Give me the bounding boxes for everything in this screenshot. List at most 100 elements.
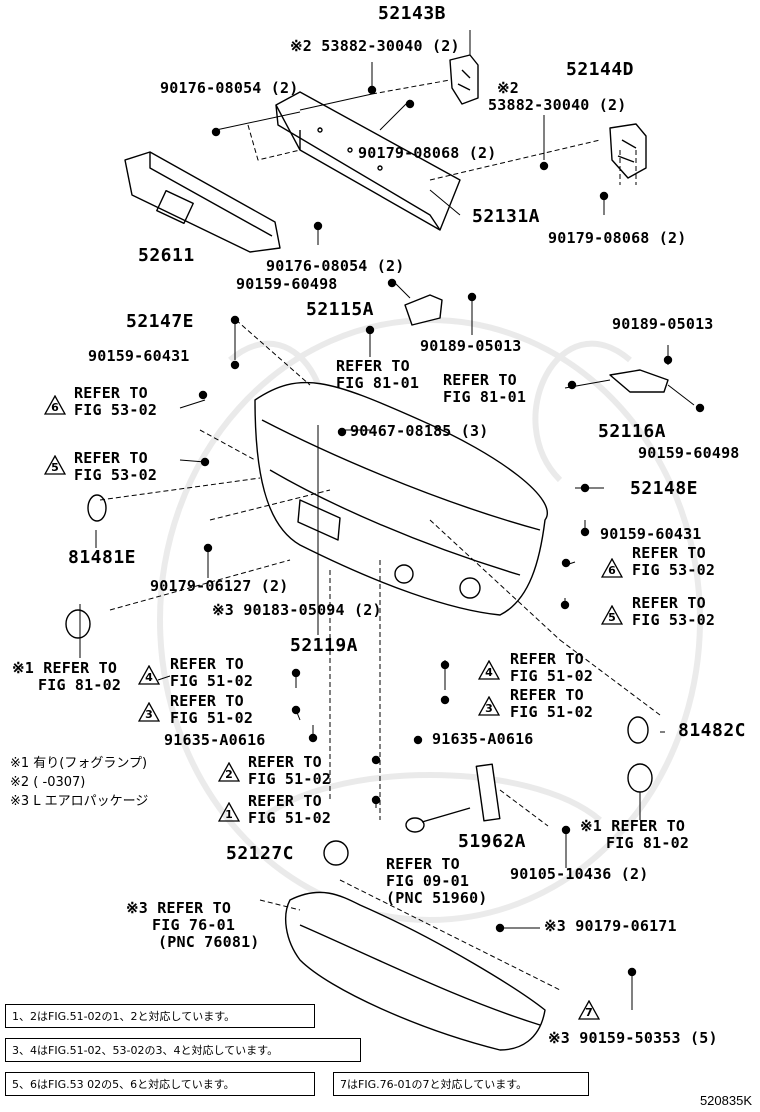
triangle-1: 1 — [218, 802, 240, 822]
label-refer-51-02-3b2[interactable]: FIG 51-02 — [510, 703, 594, 721]
label-refer-51-02-4b2[interactable]: FIG 51-02 — [510, 667, 594, 685]
label-refer-51-02-2-1[interactable]: REFER TO — [248, 753, 322, 771]
legend-box-4: 7はFIG.76-01の7と対応しています。 — [333, 1072, 589, 1096]
triangle-3-b: 3 — [478, 696, 500, 716]
label-90159-60431-a[interactable]: 90159-60431 — [88, 347, 190, 365]
label-refer-51-02-3a2[interactable]: FIG 51-02 — [170, 709, 254, 727]
label-refer-51-02-4a2[interactable]: FIG 51-02 — [170, 672, 254, 690]
label-52611[interactable]: 52611 — [138, 245, 195, 266]
label-90179-06171[interactable]: ※3 90179-06171 — [544, 917, 677, 935]
label-refer-51-02-1-2[interactable]: FIG 51-02 — [248, 809, 332, 827]
label-52116a[interactable]: 52116A — [598, 421, 667, 442]
bracket-52115a — [404, 294, 443, 326]
label-90159-50353[interactable]: ※3 90159-50353 (5) — [548, 1029, 718, 1047]
label-90159-60498-a[interactable]: 90159-60498 — [236, 275, 338, 293]
label-53882-30040-right[interactable]: 53882-30040 (2) — [488, 96, 627, 114]
legend-box-2: 3、4はFIG.51-02、53-02の3、4と対応しています。 — [5, 1038, 361, 1062]
note-3: ※3 L エアロパッケージ — [10, 794, 149, 809]
bracket-52116a — [609, 369, 669, 393]
label-52144d[interactable]: 52144D — [566, 59, 635, 80]
label-refer-81-01-b1[interactable]: REFER TO — [443, 371, 517, 389]
label-refer-81-01-b2[interactable]: FIG 81-01 — [443, 388, 527, 406]
label-90179-08068-b[interactable]: 90179-08068 (2) — [548, 229, 687, 247]
label-refer-53-02-6b2[interactable]: FIG 53-02 — [632, 561, 716, 579]
label-90179-08068-a[interactable]: 90179-08068 (2) — [358, 144, 497, 162]
bezel-81481e — [87, 494, 107, 522]
label-refer-09-01-1[interactable]: REFER TO — [386, 855, 460, 873]
label-refer-81-02-c1[interactable]: ※1 REFER TO — [12, 659, 118, 677]
label-81482c[interactable]: 81482C — [678, 720, 747, 741]
bracket-52144d — [609, 123, 647, 179]
label-refer-51-02-3a1[interactable]: REFER TO — [170, 692, 244, 710]
label-90189-05013-a[interactable]: 90189-05013 — [612, 315, 714, 333]
figure-code: 520835K — [699, 1093, 752, 1108]
label-refer-81-01-a1[interactable]: REFER TO — [336, 357, 410, 375]
label-90105-10436[interactable]: 90105-10436 (2) — [510, 865, 649, 883]
bracket-51962a — [475, 763, 501, 822]
label-52127c[interactable]: 52127C — [226, 843, 295, 864]
label-refer-81-02-d1[interactable]: ※1 REFER TO — [580, 817, 686, 835]
label-90159-60498-b[interactable]: 90159-60498 — [638, 444, 740, 462]
label-81481e[interactable]: 81481E — [68, 547, 137, 568]
label-refer-09-01-2[interactable]: FIG 09-01 — [386, 872, 470, 890]
label-refer-81-02-c2[interactable]: FIG 81-02 — [38, 676, 122, 694]
label-52143b[interactable]: 52143B — [378, 3, 447, 24]
label-90189-05013-b[interactable]: 90189-05013 — [420, 337, 522, 355]
label-52148e[interactable]: 52148E — [630, 478, 699, 499]
triangle-5-b: 5 — [601, 605, 623, 625]
label-53882-30040-top[interactable]: ※2 53882-30040 (2) — [290, 37, 460, 55]
note-2: ※2 ( -0307) — [10, 775, 86, 790]
label-refer-53-02-5b2[interactable]: FIG 53-02 — [632, 611, 716, 629]
label-refer-53-02-6a2[interactable]: FIG 53-02 — [74, 401, 158, 419]
label-refer-81-02-d2[interactable]: FIG 81-02 — [606, 834, 690, 852]
label-90176-08054-top[interactable]: 90176-08054 (2) — [160, 79, 299, 97]
label-90467-08185[interactable]: 90467-08185 (3) — [350, 422, 489, 440]
note-1: ※1 有り(フォグランプ) — [10, 756, 148, 771]
label-refer-76-01-2[interactable]: FIG 76-01 — [152, 916, 236, 934]
triangle-6-b: 6 — [601, 558, 623, 578]
label-refer-53-02-5a2[interactable]: FIG 53-02 — [74, 466, 158, 484]
label-52147e[interactable]: 52147E — [126, 311, 195, 332]
label-refer-53-02-5a1[interactable]: REFER TO — [74, 449, 148, 467]
triangle-5-a: 5 — [44, 455, 66, 475]
fasteners — [198, 85, 705, 977]
label-53882-note: ※2 — [497, 79, 519, 97]
label-refer-53-02-6b1[interactable]: REFER TO — [632, 544, 706, 562]
bumper-cover — [254, 381, 548, 616]
legend-box-3: 5、6はFIG.53 02の5、6と対応しています。 — [5, 1072, 315, 1096]
label-refer-53-02-6a1[interactable]: REFER TO — [74, 384, 148, 402]
label-refer-51-02-1-1[interactable]: REFER TO — [248, 792, 322, 810]
reinforcement-52131a — [275, 91, 461, 231]
label-90176-08054-bottom[interactable]: 90176-08054 (2) — [266, 257, 405, 275]
triangle-2: 2 — [218, 762, 240, 782]
triangle-7: 7 — [578, 1000, 600, 1020]
absorber-52611 — [124, 151, 281, 253]
triangle-4-a: 4 — [138, 665, 160, 685]
label-refer-51-02-2-2[interactable]: FIG 51-02 — [248, 770, 332, 788]
cap-52127c — [323, 840, 349, 866]
label-51962a[interactable]: 51962A — [458, 831, 527, 852]
label-refer-81-01-a2[interactable]: FIG 81-01 — [336, 374, 420, 392]
bezel-81482c — [627, 716, 649, 744]
triangle-4-b: 4 — [478, 660, 500, 680]
label-refer-51-02-4a1[interactable]: REFER TO — [170, 655, 244, 673]
label-refer-51-02-3b1[interactable]: REFER TO — [510, 686, 584, 704]
label-refer-51-02-4b1[interactable]: REFER TO — [510, 650, 584, 668]
label-91635-a0616-a[interactable]: 91635-A0616 — [164, 731, 266, 749]
label-52131a[interactable]: 52131A — [472, 206, 541, 227]
triangle-6-a: 6 — [44, 395, 66, 415]
label-refer-76-01-1[interactable]: ※3 REFER TO — [126, 899, 232, 917]
label-refer-53-02-5b1[interactable]: REFER TO — [632, 594, 706, 612]
label-refer-09-01-3[interactable]: (PNC 51960) — [386, 889, 488, 907]
label-90179-06127[interactable]: 90179-06127 (2) — [150, 577, 289, 595]
lower-spoiler — [285, 891, 546, 1051]
label-91635-a0616-b[interactable]: 91635-A0616 — [432, 730, 534, 748]
fog-lamp-left — [65, 609, 91, 639]
label-52119a[interactable]: 52119A — [290, 635, 359, 656]
label-90159-60431-b[interactable]: 90159-60431 — [600, 525, 702, 543]
label-refer-76-01-3[interactable]: (PNC 76081) — [158, 933, 260, 951]
label-90183-05094[interactable]: ※3 90183-05094 (2) — [212, 601, 382, 619]
triangle-3-a: 3 — [138, 702, 160, 722]
label-52115a[interactable]: 52115A — [306, 299, 375, 320]
